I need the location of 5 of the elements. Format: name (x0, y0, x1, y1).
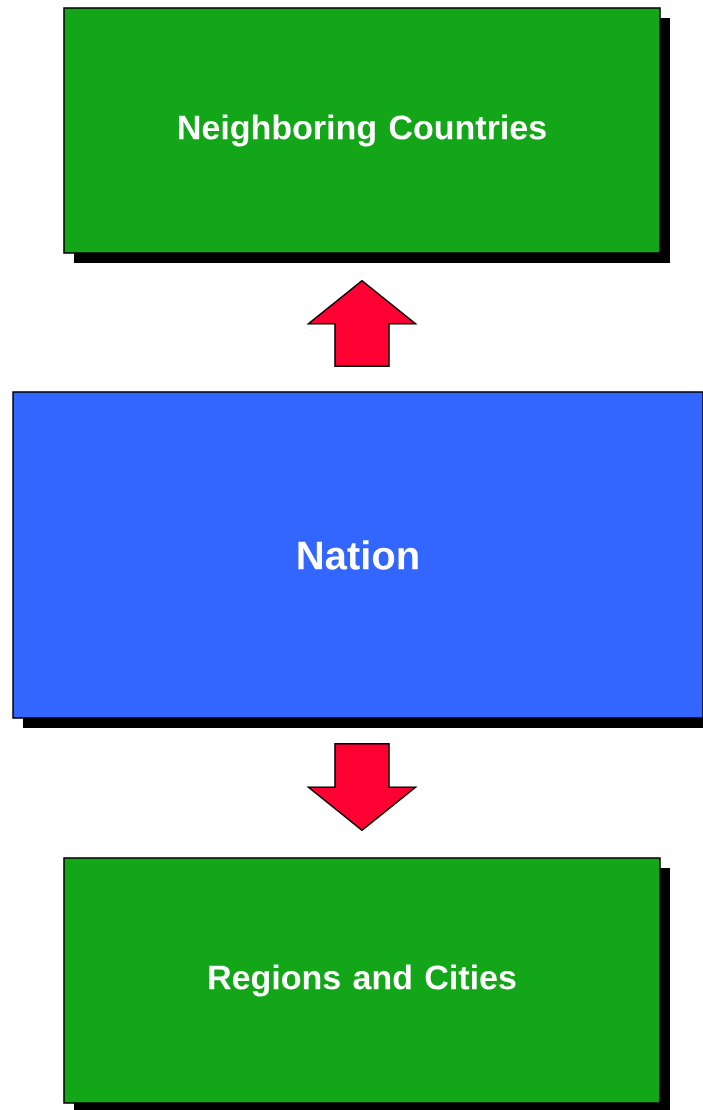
block-arrow (306, 279, 418, 367)
process-box: Nation (12, 391, 703, 728)
block-arrow (306, 743, 418, 832)
process-box: Neighboring Countries (63, 7, 670, 263)
process-box: Regions and Cities (63, 857, 670, 1110)
